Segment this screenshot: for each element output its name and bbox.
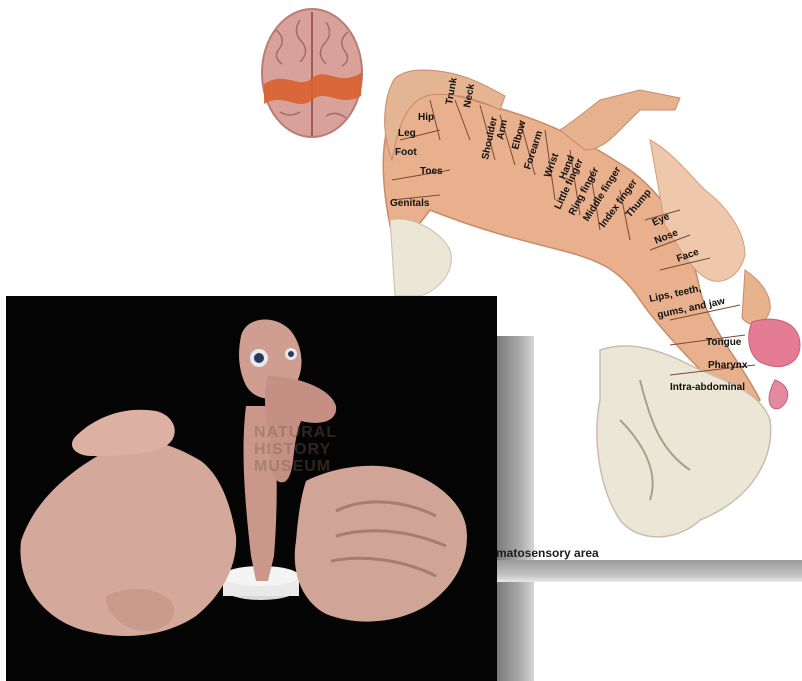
label-pharynx: Pharynx [708,360,748,371]
label-tongue: Tongue [706,337,742,348]
label-intra-abdominal: Intra-abdominal [670,382,745,393]
sculpture-drawing [6,296,497,681]
watermark-line-3: MUSEUM [254,458,374,475]
homunculus-sculpture-photo: NATURAL HISTORY MUSEUM [6,296,497,681]
brain-drawing [262,9,362,137]
label-leg: Leg [398,128,416,139]
label-foot: Foot [395,147,417,158]
watermark-line-1: NATURAL [254,424,374,441]
figure-caption: matosensory area [496,546,599,560]
museum-watermark: NATURAL HISTORY MUSEUM [254,424,374,475]
label-hip: Hip [418,112,434,123]
label-genitals: Genitals [390,198,430,209]
watermark-line-2: HISTORY [254,441,374,458]
label-toes: Toes [420,166,443,177]
